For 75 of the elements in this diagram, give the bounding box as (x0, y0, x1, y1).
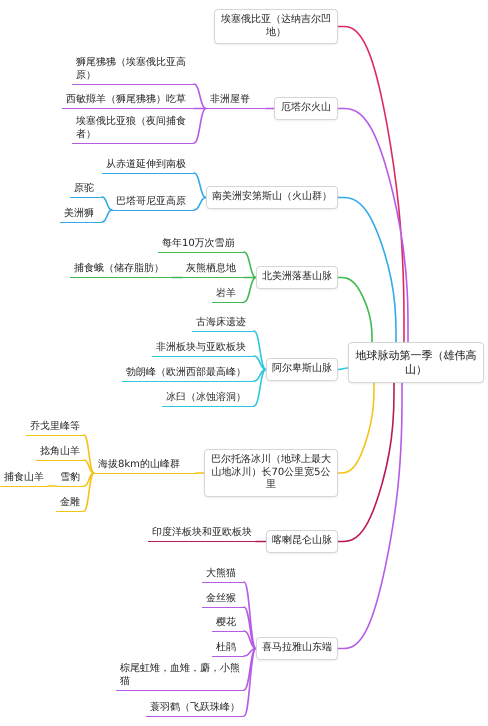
topic-box: 喜马拉雅山东端 (256, 637, 338, 660)
subtopic-label: 美洲狮 (60, 208, 102, 223)
branch-line (193, 172, 207, 198)
subtopic-label: 棕尾虹雉，血雉，麝，小熊猫 (116, 663, 244, 691)
branch-line (337, 367, 349, 370)
branch-line (83, 434, 95, 474)
subtopic-label: 每年10万次雪崩 (158, 238, 244, 253)
subtopic-label: 印度洋板块和亚欧板块 (148, 527, 256, 542)
subtopic-label: 蓑羽鹤（飞跃珠峰） (146, 702, 244, 717)
subtopic-label: 大熊猫 (202, 568, 244, 583)
branch-line (337, 382, 395, 542)
topic-box: 阿尔卑斯山脉 (266, 358, 338, 381)
subtopic-label: 捕食蛾（储存脂肪） (70, 263, 172, 278)
subtopic-label: 古海床遗迹 (192, 316, 254, 332)
topic-box: 巴尔托洛冰川（地球上最大山地冰川）长70公里宽5公里 (204, 449, 338, 497)
subtopic-label: 雪豹 (56, 472, 84, 487)
topic-box: 埃塞俄比亚（达纳吉尔凹地） (214, 9, 338, 44)
subtopic-label: 西敏羱羊（狮尾狒狒）吃草 (62, 94, 194, 110)
subtopic-label: 杜鹃 (212, 642, 244, 657)
branch-line (47, 485, 57, 487)
branch-line (243, 648, 257, 691)
branch-line (243, 251, 257, 278)
branch-line (243, 276, 257, 278)
branch-line (337, 382, 403, 650)
topic-box: 南美洲安第斯山（火山群） (206, 186, 338, 209)
branch-line (337, 382, 375, 474)
subtopic-label: 冰臼（冰蚀溶洞） (162, 392, 254, 407)
subtopic-label: 樱花 (212, 616, 244, 632)
subtopic-label: 金丝猴 (202, 592, 244, 608)
subtopic-label: 从赤道延伸到南极 (102, 158, 194, 174)
subtopic-label: 金雕 (56, 496, 84, 512)
subtopic-label: 狮尾狒狒（埃塞俄比亚高原） (72, 57, 194, 85)
branch-line (243, 276, 257, 303)
subtopic-label: 捕食山羊 (0, 472, 48, 487)
topic-box: 厄塔尔火山 (274, 97, 338, 120)
branch-line (101, 196, 113, 211)
subtopic-label: 岩羊 (212, 288, 244, 303)
branch-line (337, 196, 397, 343)
branch-line (83, 472, 95, 512)
topic-box: 北美洲落基山脉 (256, 266, 338, 289)
branch-line (337, 108, 409, 343)
branch-line (193, 196, 207, 211)
branch-line (253, 368, 267, 407)
branch-line (243, 648, 257, 717)
branch-line (253, 355, 267, 370)
branch-line (253, 368, 267, 382)
subtopic-label: 海拔8km的山峰群 (94, 458, 196, 474)
branch-line (265, 108, 275, 110)
subtopic-label: 埃塞俄比亚狼（夜间捕食者） (72, 116, 194, 144)
subtopic-label: 勃朗峰（欧洲西部最高峰） (122, 366, 254, 382)
branch-line (243, 630, 257, 650)
branch-line (83, 459, 95, 474)
branch-line (195, 472, 205, 474)
branch-line (243, 648, 257, 657)
subtopic-label: 非洲板块与亚欧板块 (152, 342, 254, 357)
branch-line (255, 540, 267, 542)
central-topic-box: 地球脉动第一季（雄伟高山） (348, 342, 484, 383)
subtopic-label: 乔戈里峰等 (26, 420, 84, 436)
subtopic-label: 非洲屋脊 (206, 94, 266, 110)
branch-line (337, 276, 373, 343)
subtopic-label: 原驼 (70, 182, 102, 198)
branch-line (83, 472, 95, 487)
branch-line (253, 330, 267, 370)
branch-line (337, 26, 405, 343)
subtopic-label: 巴塔哥尼亚高原 (112, 196, 194, 211)
branch-line (101, 209, 113, 223)
topic-box: 喀喇昆仑山脉 (266, 530, 338, 553)
branch-line (193, 83, 207, 110)
branch-line (193, 108, 207, 144)
branch-line (171, 276, 183, 278)
subtopic-label: 灰熊栖息地 (182, 263, 244, 278)
branch-line (243, 581, 257, 650)
branch-line (243, 606, 257, 650)
subtopic-label: 捻角山羊 (36, 446, 84, 461)
branch-line (193, 108, 207, 110)
